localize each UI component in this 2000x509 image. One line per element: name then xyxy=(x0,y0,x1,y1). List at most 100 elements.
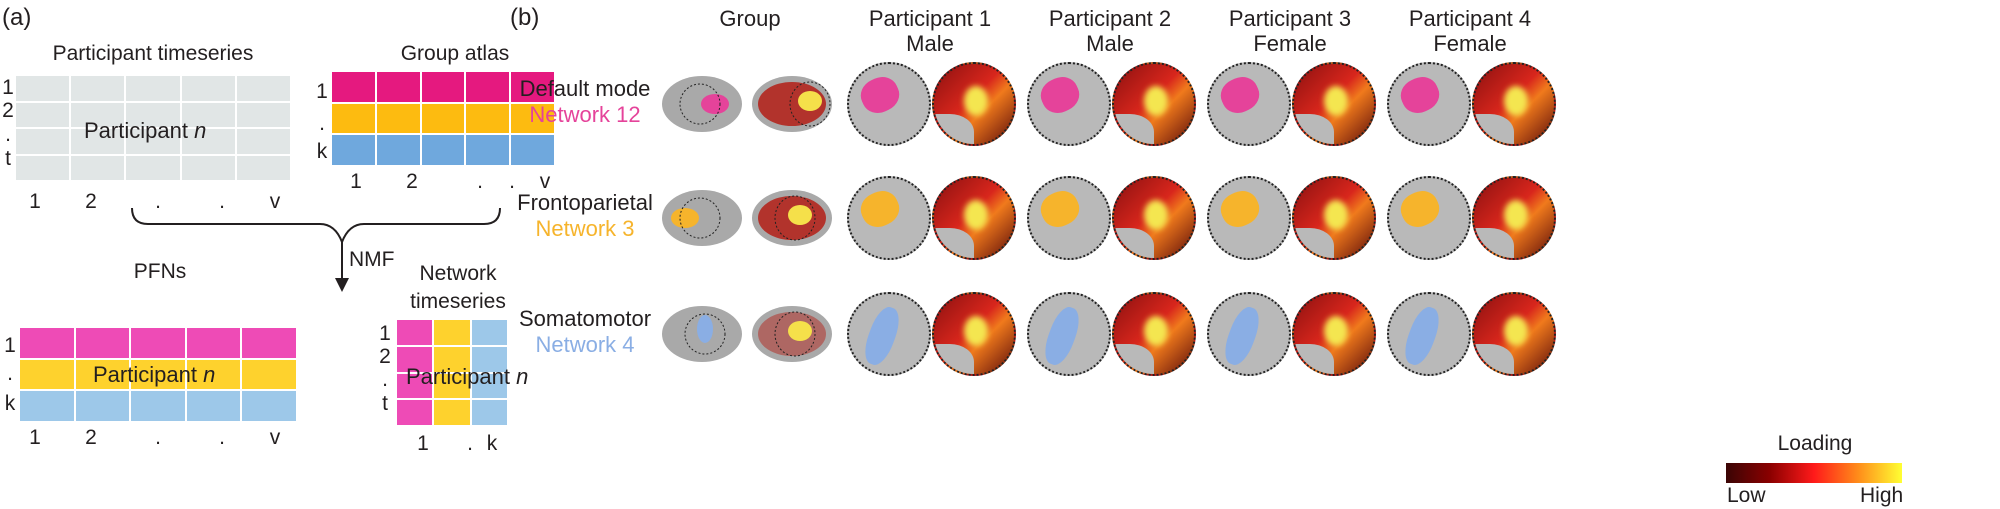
high-loading-blob xyxy=(964,86,988,116)
high-loading-blob xyxy=(1504,316,1528,346)
row-label: . xyxy=(5,123,11,146)
participant-network-zoom-circle xyxy=(1207,62,1291,146)
participant-timeseries-title: Participant timeseries xyxy=(52,42,254,65)
high-loading-blob xyxy=(1324,316,1348,346)
row-label: 1 xyxy=(316,80,328,103)
high-loading-blob xyxy=(964,200,988,230)
matrix-cell xyxy=(242,359,296,390)
matrix-cell xyxy=(466,135,510,165)
column-header: Participant 3 xyxy=(1228,6,1352,31)
row-label: . xyxy=(382,368,388,391)
colorbar-title: Loading xyxy=(1777,432,1853,455)
group-brain-surfaces xyxy=(662,76,832,132)
high-loading-blob xyxy=(1324,200,1348,230)
column-subheader: Female xyxy=(1433,31,1507,56)
matrix-cell xyxy=(332,103,375,134)
col-label: . xyxy=(155,190,161,213)
participant-network-zoom-circle xyxy=(1207,292,1291,376)
high-loading-blob xyxy=(1504,200,1528,230)
matrix-cell xyxy=(397,373,433,399)
col-label: 1 xyxy=(29,426,41,449)
colorbar-low-label: Low xyxy=(1727,484,1766,507)
matrix-cell xyxy=(332,135,375,165)
matrix-cell xyxy=(20,328,74,358)
network-blob xyxy=(1399,303,1445,369)
matrix-cell xyxy=(236,76,290,101)
matrix-cell xyxy=(471,373,507,399)
matrix-cell xyxy=(131,359,185,390)
matrix-cell xyxy=(236,155,290,180)
high-loading-blob xyxy=(1504,86,1528,116)
matrix-cell xyxy=(242,328,296,358)
col-label: 2 xyxy=(85,426,97,449)
participant-network-zoom-circle xyxy=(1027,62,1111,146)
participant-loading-zoom-circle xyxy=(932,176,1016,260)
col-label: . xyxy=(219,190,225,213)
group-brain-surfaces xyxy=(662,306,832,362)
matrix-cell xyxy=(16,76,70,101)
matrix-cell xyxy=(20,391,74,421)
matrix-cell xyxy=(397,400,433,425)
participant-loading-zoom-circle xyxy=(1292,292,1376,376)
participant-network-zoom-circle xyxy=(847,62,931,146)
network-row-name: Default mode xyxy=(519,76,651,101)
matrix-cell xyxy=(75,359,130,390)
gray-cortex xyxy=(1294,114,1334,144)
col-label: 1 xyxy=(29,190,41,213)
participant-network-zoom-circle xyxy=(847,176,931,260)
matrix-cell xyxy=(16,129,70,154)
gray-cortex xyxy=(1294,228,1334,258)
network-row-name: Somatomotor xyxy=(518,306,652,331)
colorbar-high-label: High xyxy=(1860,484,1904,507)
nmf-brace-arrow xyxy=(131,207,501,292)
participant-loading-zoom-circle xyxy=(1472,62,1556,146)
matrix-cell xyxy=(186,359,241,390)
high-loading-blob xyxy=(964,316,988,346)
col-label: v xyxy=(269,426,281,449)
participant-loading-zoom-circle xyxy=(1112,62,1196,146)
participant-network-zoom-circle xyxy=(1387,292,1471,376)
row-label: 1 xyxy=(2,76,14,99)
gray-cortex xyxy=(1114,114,1154,144)
col-label: v xyxy=(269,190,281,213)
col-label: . xyxy=(509,170,515,193)
network-blob xyxy=(1215,185,1265,233)
row-label: t xyxy=(5,147,11,170)
matrix-cell xyxy=(421,72,465,102)
row-label: k xyxy=(316,140,328,163)
gray-cortex xyxy=(1474,344,1514,374)
participant-network-zoom-circle xyxy=(847,292,931,376)
matrix-cell xyxy=(434,373,470,399)
matrix-cell xyxy=(236,129,290,154)
col-label: 2 xyxy=(406,170,418,193)
gray-cortex xyxy=(1114,344,1154,374)
matrix-cell xyxy=(376,103,420,134)
gray-cortex xyxy=(1474,228,1514,258)
gray-cortex xyxy=(1474,114,1514,144)
participant-loading-zoom-circle xyxy=(932,62,1016,146)
network-row-name: Frontoparietal xyxy=(517,190,653,215)
participant-timeseries-center-label: Participant n xyxy=(84,118,207,143)
col-label: 1 xyxy=(417,432,429,455)
high-loading-blob xyxy=(1144,200,1168,230)
matrix-cell xyxy=(126,129,180,154)
col-label: k xyxy=(486,432,498,455)
matrix-cell xyxy=(421,135,465,165)
gray-cortex xyxy=(1114,228,1154,258)
participant-loading-zoom-circle xyxy=(1292,62,1376,146)
matrix-cell xyxy=(181,155,235,180)
network-blob xyxy=(1395,71,1445,119)
matrix-cell xyxy=(126,102,180,127)
matrix-cell xyxy=(71,129,125,154)
matrix-cell xyxy=(181,76,235,101)
matrix-cell xyxy=(471,320,507,345)
participant-loading-zoom-circle xyxy=(932,292,1016,376)
matrix-cell xyxy=(466,72,510,102)
network-timeseries-center-label: Participant n xyxy=(406,364,529,389)
pfns-matrix xyxy=(20,328,296,421)
participant-network-zoom-circle xyxy=(1027,176,1111,260)
row-label: 1 xyxy=(379,322,391,345)
col-label: . xyxy=(155,426,161,449)
high-loading-blob xyxy=(1324,86,1348,116)
row-label: k xyxy=(4,392,16,415)
